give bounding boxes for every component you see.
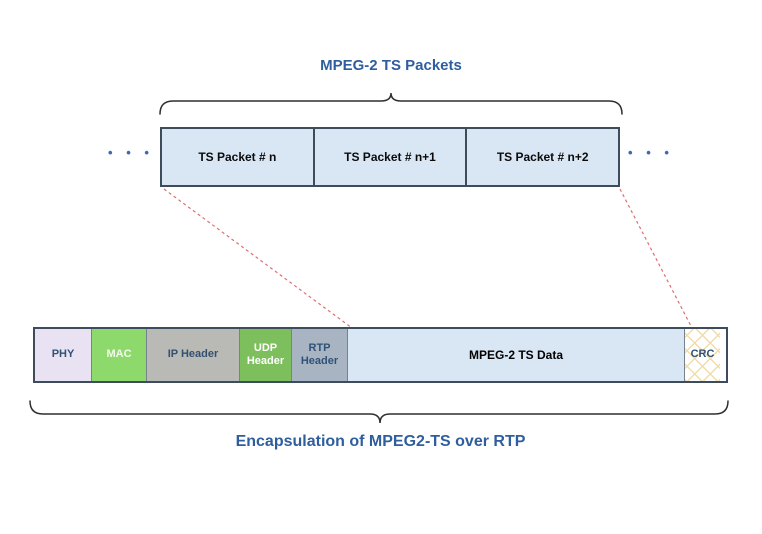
ts-packet-n: TS Packet # n [160, 127, 315, 187]
segment-phy: PHY [35, 329, 92, 381]
segment-udp-header: UDP Header [240, 329, 292, 381]
segment-rtp-header: RTP Header [292, 329, 348, 381]
diagram-caption: Encapsulation of MPEG2-TS over RTP [235, 433, 526, 450]
segment-phy-label: PHY [51, 348, 75, 361]
segment-crc-label: CRC [690, 348, 715, 361]
ts-packet-n2-label: TS Packet # n+2 [496, 150, 589, 164]
diagram-title: MPEG-2 TS Packets [320, 57, 462, 74]
bottom-brace [29, 400, 729, 424]
segment-udp-header-label: UDP Header [246, 341, 285, 367]
segment-crc: CRC [685, 329, 720, 381]
segment-ip-header: IP Header [147, 329, 240, 381]
ellipsis-right: • • • [628, 145, 674, 160]
ts-packet-n1-label: TS Packet # n+1 [344, 150, 436, 164]
ellipsis-left: • • • [108, 145, 154, 160]
segment-rtp-header-label: RTP Header [300, 341, 339, 367]
top-brace [159, 92, 623, 115]
segment-mpeg2-ts-data: MPEG-2 TS Data [348, 329, 685, 381]
ts-packet-n2: TS Packet # n+2 [465, 127, 621, 187]
ts-packets-row: TS Packet # n TS Packet # n+1 TS Packet … [160, 127, 621, 187]
segment-mpeg2-ts-data-label: MPEG-2 TS Data [468, 347, 564, 362]
rtp-encapsulation-bar: PHY MAC IP Header UDP Header RTP Header … [33, 327, 728, 383]
segment-mac: MAC [92, 329, 147, 381]
segment-ip-header-label: IP Header [167, 348, 219, 361]
ts-packet-n1: TS Packet # n+1 [312, 127, 468, 187]
ts-packet-n-label: TS Packet # n [198, 150, 277, 164]
segment-mac-label: MAC [106, 348, 132, 361]
